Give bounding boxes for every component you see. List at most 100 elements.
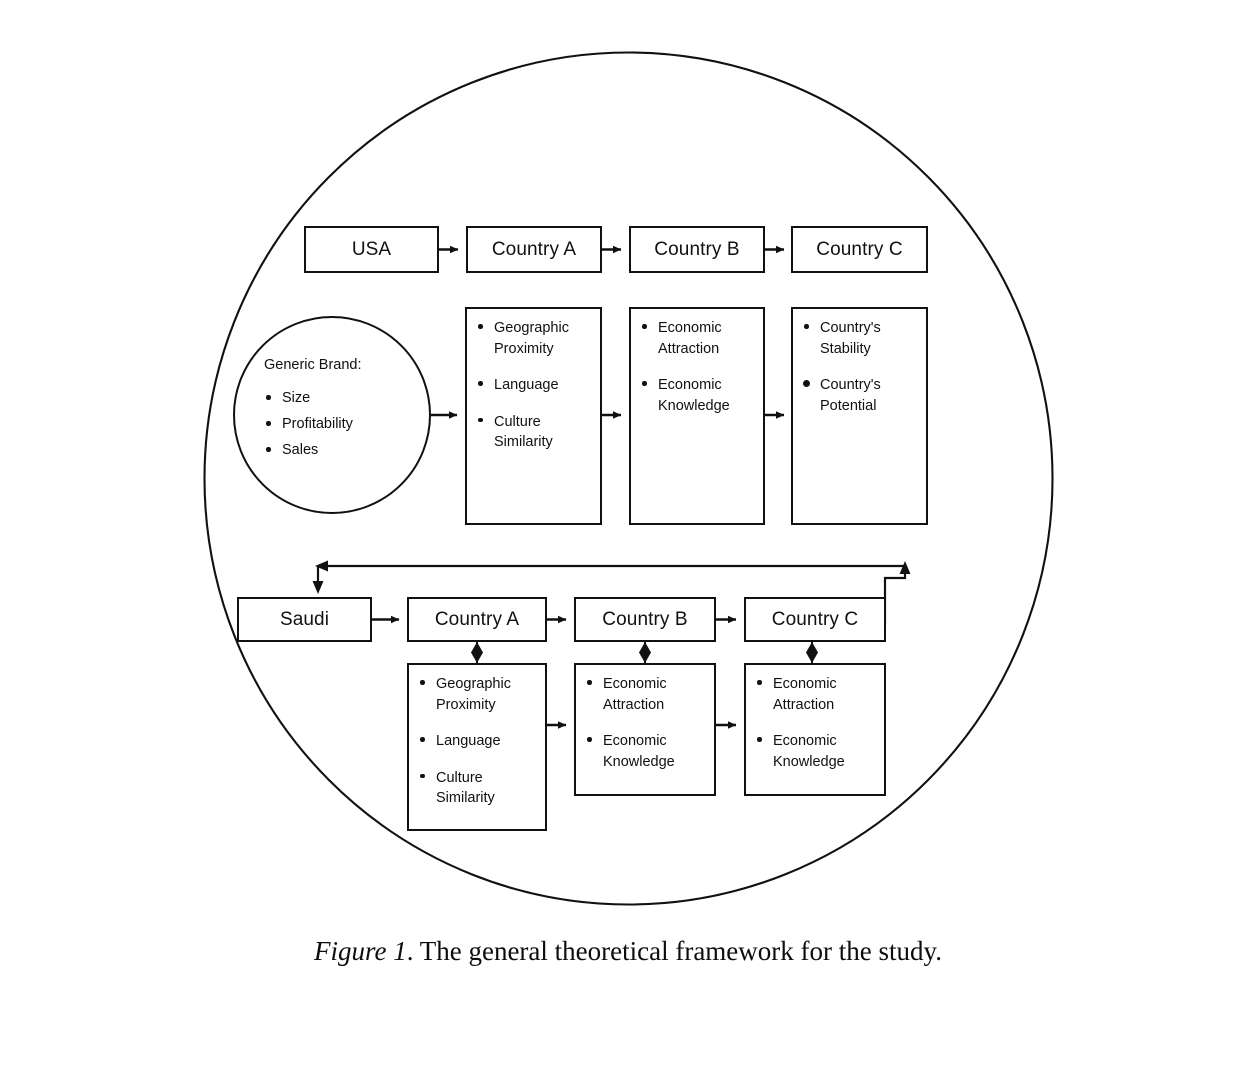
node-box-lower-country-b[interactable] — [574, 597, 716, 642]
detail-item-label: Economic Knowledge — [773, 733, 845, 770]
node-box-upper-country-c[interactable] — [791, 226, 928, 273]
detail-item-label: Geographic Proximity — [494, 320, 569, 357]
list-item: Language — [418, 731, 538, 752]
generic-brand-circle[interactable] — [233, 316, 431, 514]
node-box-lower-country-c[interactable] — [744, 597, 886, 642]
list-item: Profitability — [264, 414, 414, 435]
detail-item-label: Economic Knowledge — [658, 377, 730, 414]
bullet-dot-icon — [266, 421, 271, 426]
diamond-connector-country-a — [471, 641, 483, 664]
figure-caption-number: Figure 1 — [313, 936, 407, 966]
node-label-upper-country-c[interactable]: Country C — [816, 238, 903, 260]
detail-list: Country's Stability Country's Potential — [802, 318, 919, 416]
node-label-saudi[interactable]: Saudi — [279, 608, 330, 630]
bullet-dot-icon — [420, 680, 425, 685]
detail-item-label: Country's Potential — [820, 377, 881, 414]
generic-brand-list: Size Profitability Sales — [264, 388, 414, 461]
list-item: Economic Attraction — [755, 674, 877, 715]
detail-item-label: Economic Attraction — [658, 320, 722, 357]
detail-box-upper-country-c[interactable] — [791, 307, 928, 525]
detail-box-upper-country-b[interactable] — [629, 307, 765, 525]
list-item: Geographic Proximity — [418, 674, 538, 715]
list-item: Language — [476, 375, 593, 396]
list-item: Economic Attraction — [640, 318, 756, 359]
feedback-arrowhead-down — [312, 581, 324, 594]
bullet-dot-icon — [757, 680, 762, 685]
bullet-dot-icon — [757, 737, 762, 742]
node-box-saudi[interactable] — [237, 597, 372, 642]
bullet-dot-icon — [478, 324, 483, 329]
detail-list: Economic Attraction Economic Knowledge — [585, 674, 707, 772]
bullet-dot-icon — [642, 381, 647, 386]
detail-list: Economic Attraction Economic Knowledge — [640, 318, 756, 416]
generic-brand-content: Generic Brand: Size Profitability Sales — [264, 355, 414, 466]
bullet-dot-icon — [478, 417, 483, 423]
detail-content-upper-country-a: Geographic Proximity Language Culture Si… — [466, 308, 601, 459]
list-item: Size — [264, 388, 414, 409]
node-box-upper-country-b[interactable] — [629, 226, 765, 273]
bullet-dot-icon — [420, 773, 425, 779]
outer-boundary-circle — [203, 51, 1054, 906]
detail-item-label: Culture Similarity — [494, 413, 553, 451]
list-item: Culture Similarity — [418, 768, 538, 809]
list-item: Economic Knowledge — [640, 375, 756, 416]
node-label-usa[interactable]: USA — [351, 238, 392, 260]
bullet-dot-icon — [266, 447, 271, 452]
diamond-connector-country-c — [806, 641, 818, 664]
generic-brand-item-label: Size — [282, 390, 311, 407]
bullet-dot-icon — [420, 737, 425, 742]
detail-content-upper-country-b: Economic Attraction Economic Knowledge — [630, 308, 764, 422]
list-item: Geographic Proximity — [476, 318, 593, 359]
node-box-usa[interactable] — [304, 226, 439, 273]
detail-list: Geographic Proximity Language Culture Si… — [418, 674, 538, 809]
detail-box-lower-country-c[interactable] — [744, 663, 886, 796]
detail-item-label: Language — [494, 377, 559, 394]
detail-content-lower-country-a: Geographic Proximity Language Culture Si… — [408, 664, 546, 815]
detail-item-label: Economic Attraction — [773, 676, 837, 713]
list-item: Country's Potential — [802, 375, 919, 416]
generic-brand-item-label: Profitability — [282, 416, 353, 433]
generic-brand-title: Generic Brand: — [264, 357, 362, 373]
bullet-dot-icon — [642, 324, 647, 329]
detail-content-upper-country-c: Country's Stability Country's Potential — [792, 308, 927, 422]
node-box-upper-country-a[interactable] — [466, 226, 602, 273]
list-item: Economic Knowledge — [585, 731, 707, 772]
generic-brand-item-label: Sales — [282, 442, 319, 459]
detail-item-label: Culture Similarity — [436, 769, 495, 807]
feedback-arrowhead-up — [899, 561, 911, 574]
detail-item-label: Language — [436, 733, 501, 750]
diamond-connector-country-b — [639, 641, 651, 664]
node-label-lower-country-c[interactable]: Country C — [771, 608, 859, 630]
bullet-dot-icon — [478, 381, 483, 386]
detail-content-lower-country-c: Economic Attraction Economic Knowledge — [745, 664, 885, 778]
bullet-dot-icon — [587, 737, 592, 742]
figure-caption: Figure 1. The general theoretical framew… — [0, 936, 1256, 967]
list-item: Economic Knowledge — [755, 731, 877, 772]
node-label-lower-country-b[interactable]: Country B — [602, 608, 688, 630]
node-label-lower-country-a[interactable]: Country A — [434, 608, 520, 630]
list-item: Economic Attraction — [585, 674, 707, 715]
feedback-loop-line — [883, 572, 907, 625]
detail-content-lower-country-b: Economic Attraction Economic Knowledge — [575, 664, 715, 778]
list-item: Country's Stability — [802, 318, 919, 359]
detail-item-label: Geographic Proximity — [436, 676, 511, 713]
detail-item-label: Economic Attraction — [603, 676, 667, 713]
bullet-dot-icon — [587, 680, 592, 685]
list-item: Sales — [264, 440, 414, 461]
detail-item-label: Economic Knowledge — [603, 733, 675, 770]
feedback-arrowhead-left — [315, 560, 328, 572]
bullet-dot-icon — [266, 395, 271, 400]
bullet-dot-icon — [804, 324, 809, 329]
detail-list: Geographic Proximity Language Culture Si… — [476, 318, 593, 453]
node-label-upper-country-a[interactable]: Country A — [491, 238, 577, 260]
figure-caption-text: . The general theoretical framework for … — [406, 936, 942, 966]
detail-list: Economic Attraction Economic Knowledge — [755, 674, 877, 772]
node-label-upper-country-b[interactable]: Country B — [654, 238, 740, 260]
bullet-dot-icon — [803, 380, 810, 388]
detail-box-lower-country-b[interactable] — [574, 663, 716, 796]
detail-box-upper-country-a[interactable] — [465, 307, 602, 525]
detail-box-lower-country-a[interactable] — [407, 663, 547, 831]
detail-item-label: Country's Stability — [820, 320, 881, 357]
